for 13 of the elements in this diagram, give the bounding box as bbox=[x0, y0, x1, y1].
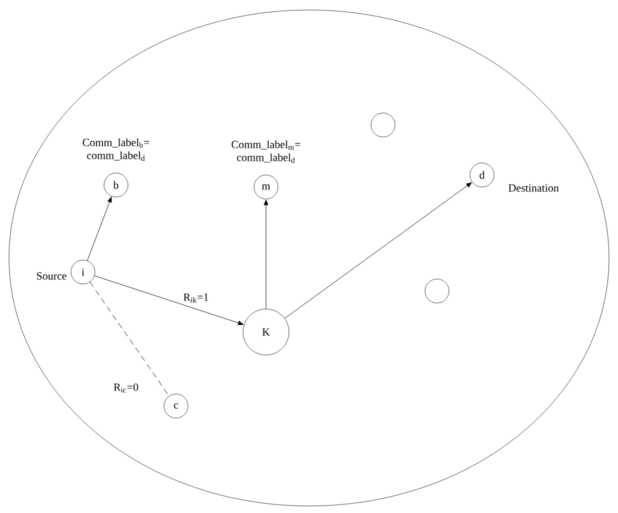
arrow bbox=[284, 182, 472, 319]
edge-label: R$_{ik}$=1 bbox=[182, 292, 210, 304]
node-caption: Comm_label$_{b}$= comm_label$_{d}$ bbox=[82, 138, 150, 161]
arrow bbox=[94, 276, 244, 326]
arrow bbox=[87, 196, 112, 261]
boundary-ellipse bbox=[8, 10, 610, 506]
arrow bbox=[264, 200, 268, 310]
node-circle bbox=[370, 112, 396, 138]
node-caption: Destination bbox=[508, 184, 559, 192]
edge-label: R$_{ic}$=0 bbox=[112, 382, 140, 394]
node-circle bbox=[424, 278, 450, 304]
node-caption: Comm_label$_{m}$= comm_label$_{d}$ bbox=[232, 140, 300, 163]
node-caption: Source bbox=[37, 272, 66, 280]
